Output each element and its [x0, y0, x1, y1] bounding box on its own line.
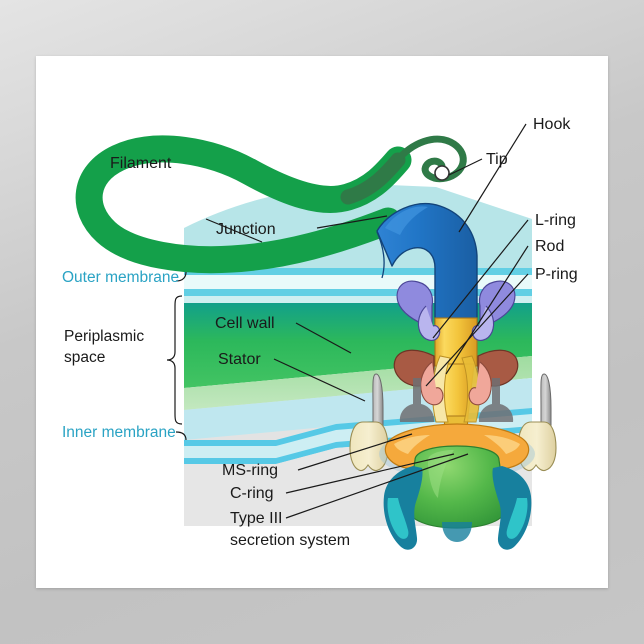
leader-msring [297, 433, 413, 471]
leader-filament [205, 218, 263, 243]
bg-peg-right [478, 378, 514, 422]
p-ring-structure [393, 349, 519, 406]
leader-cring [285, 453, 455, 494]
filament-structure [75, 135, 467, 274]
t3ss-right-lobe [492, 466, 532, 550]
label-c-ring: C-ring [230, 485, 274, 502]
t3ss-left-accent [387, 498, 409, 539]
leader-cellwall [295, 322, 352, 354]
t3ss-center-nub [442, 522, 472, 542]
label-texts: Tip Filament Junction Hook L-ring Rod P-… [62, 116, 578, 549]
label-outer-membrane: Outer membrane [62, 269, 179, 286]
leader-inner-membrane [175, 431, 187, 441]
poster-canvas: Tip Filament Junction Hook L-ring Rod P-… [36, 56, 608, 588]
leader-hook [458, 123, 527, 233]
filament-tip-dot [434, 165, 450, 181]
label-periplasmic-space-line1: Periplasmic [64, 328, 144, 345]
type-iii-secretion-system [383, 466, 532, 550]
leader-t3ss [285, 453, 469, 519]
stator-left-body [349, 421, 389, 472]
label-tip: Tip [486, 151, 508, 168]
leader-lines [166, 123, 529, 519]
leader-outer-membrane [175, 271, 187, 282]
p-ring-right-pink [468, 361, 492, 406]
label-hook: Hook [533, 116, 571, 133]
leader-pring [425, 273, 529, 387]
leader-stator [273, 358, 366, 402]
t3ss-right-accent [506, 498, 528, 539]
hook-junction-seam [376, 231, 385, 279]
label-junction: Junction [216, 221, 276, 238]
label-type-iii-line2: secretion system [230, 532, 350, 549]
stator-left [349, 373, 389, 472]
hook-highlight [385, 206, 428, 235]
leader-lring [432, 219, 529, 339]
label-rod: Rod [535, 238, 564, 255]
flagellum-diagram: Tip Filament Junction Hook L-ring Rod P-… [36, 56, 608, 588]
periplasm-brace [166, 295, 183, 425]
label-filament: Filament [110, 155, 172, 172]
label-ms-ring: MS-ring [222, 462, 278, 479]
bg-peg-left [399, 378, 435, 422]
label-cell-wall: Cell wall [215, 315, 275, 332]
t3ss-left-lobe [383, 466, 423, 550]
label-stator: Stator [218, 351, 261, 368]
label-p-ring: P-ring [535, 266, 578, 283]
leader-junction [316, 215, 388, 229]
label-periplasmic-space-line2: space [64, 349, 105, 366]
background-stator-pegs [399, 378, 514, 422]
ms-ring-lobe-right [484, 435, 520, 454]
filament-taper [340, 152, 406, 205]
l-ring-left-hook [417, 305, 441, 342]
label-inner-membrane: Inner membrane [62, 424, 176, 441]
label-type-iii-line1: Type III [230, 510, 282, 527]
leader-rod [445, 245, 529, 375]
label-l-ring: L-ring [535, 212, 576, 229]
ms-ring-lobe-left [394, 435, 430, 454]
p-ring-left-pink [420, 361, 444, 406]
filament-body [75, 135, 412, 274]
leader-tip [448, 158, 483, 176]
c-ring-highlight [428, 450, 454, 498]
outer-membrane-lumen [184, 275, 532, 289]
l-ring-structure [396, 280, 516, 342]
